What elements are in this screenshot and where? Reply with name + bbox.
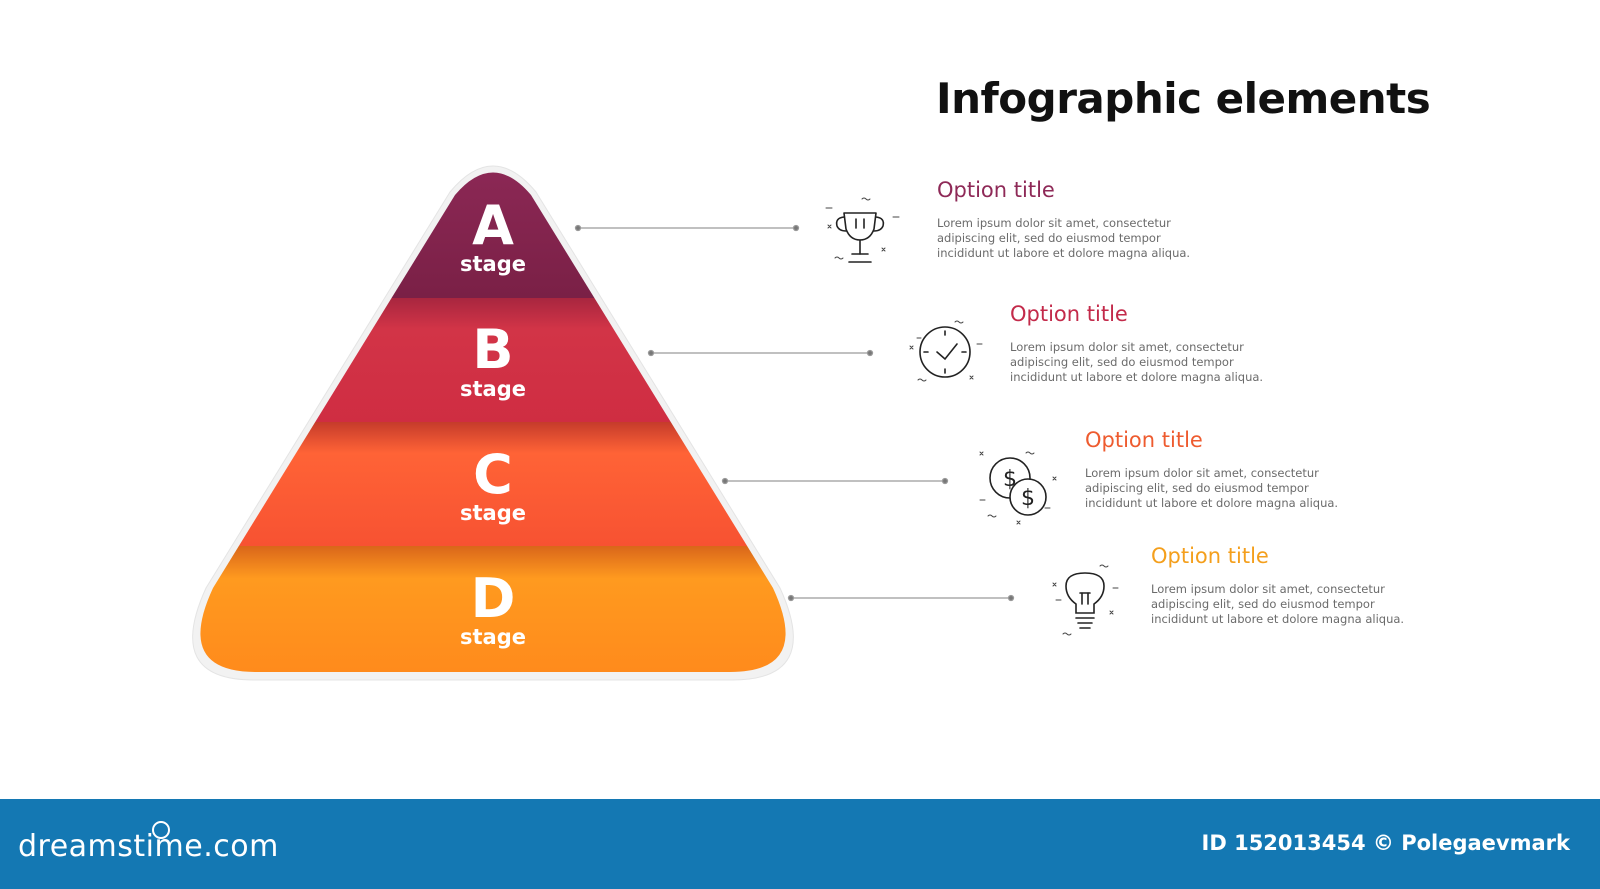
option-a-title: Option title	[937, 178, 1055, 202]
stage-d-letter: D	[471, 567, 516, 630]
option-c-body: Lorem ipsum dolor sit amet, consectetur …	[1085, 466, 1339, 510]
option-d-body: Lorem ipsum dolor sit amet, consectetur …	[1151, 582, 1405, 626]
option-b: Option title Lorem ipsum dolor sit amet,…	[1010, 302, 1370, 385]
footer-logo[interactable]: dreamstime.com	[18, 829, 279, 864]
stage-d-label: stage	[460, 625, 526, 649]
image-credit: ID 152013454 © Polegaevmark	[1201, 831, 1570, 855]
option-c-title: Option title	[1085, 428, 1203, 452]
connector-a-start-dot	[574, 224, 582, 232]
option-d: Option title Lorem ipsum dolor sit amet,…	[1151, 544, 1511, 627]
clock-icon	[909, 320, 983, 382]
connector-d-start-dot	[787, 594, 795, 602]
stage-b-label: stage	[460, 377, 526, 401]
spiral-logo-icon	[152, 821, 170, 839]
connector-c-start-dot	[721, 477, 729, 485]
connector-b-end-dot	[866, 349, 874, 357]
stage-a-label: stage	[460, 252, 526, 276]
option-a-body: Lorem ipsum dolor sit amet, consectetur …	[937, 216, 1191, 260]
lightbulb-icon	[1052, 564, 1119, 636]
connector-b-start-dot	[647, 349, 655, 357]
trophy-icon	[825, 197, 900, 263]
stage-a-letter: A	[472, 194, 514, 257]
footer-bar: dreamstime.com ID 152013454 © Polegaevma…	[0, 799, 1600, 889]
stage-c-letter: C	[473, 443, 513, 506]
option-b-body: Lorem ipsum dolor sit amet, consectetur …	[1010, 340, 1264, 384]
svg-text:$: $	[1003, 467, 1017, 492]
option-a: Option title Lorem ipsum dolor sit amet,…	[937, 178, 1297, 261]
stage-d-band[interactable]	[150, 546, 850, 676]
option-d-title: Option title	[1151, 544, 1269, 568]
stage-b-letter: B	[472, 318, 513, 381]
connector-a-end-dot	[792, 224, 800, 232]
connector-d-end-dot	[1007, 594, 1015, 602]
option-c: Option title Lorem ipsum dolor sit amet,…	[1085, 428, 1445, 511]
coins-icon: $ $	[979, 451, 1057, 525]
page-title: Infographic elements	[936, 74, 1431, 123]
connector-c-end-dot	[941, 477, 949, 485]
option-b-title: Option title	[1010, 302, 1128, 326]
stage-c-label: stage	[460, 501, 526, 525]
svg-text:$: $	[1021, 486, 1035, 511]
